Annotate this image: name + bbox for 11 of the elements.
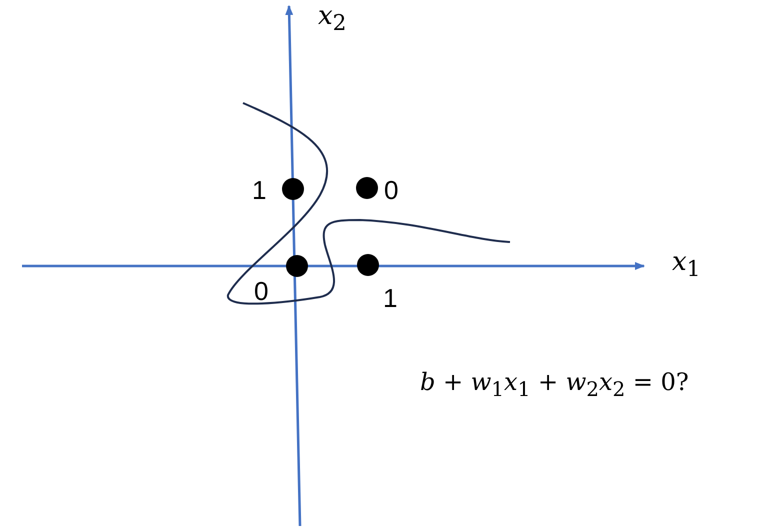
data-point <box>356 177 378 199</box>
equation: b + w$_{1}$x$_{1}$ + w$_{2}$x$_{2}$ = 0? <box>420 368 689 403</box>
class-label: 1 <box>383 285 398 311</box>
class-label: 0 <box>254 278 268 304</box>
data-point <box>286 255 308 277</box>
data-point <box>282 178 304 200</box>
axis-label: x$_{2}$ <box>318 2 346 38</box>
data-point <box>357 254 379 276</box>
class-label: 1 <box>252 177 266 203</box>
axis-label: x$_{1}$ <box>672 248 700 284</box>
class-label: 0 <box>384 177 398 203</box>
